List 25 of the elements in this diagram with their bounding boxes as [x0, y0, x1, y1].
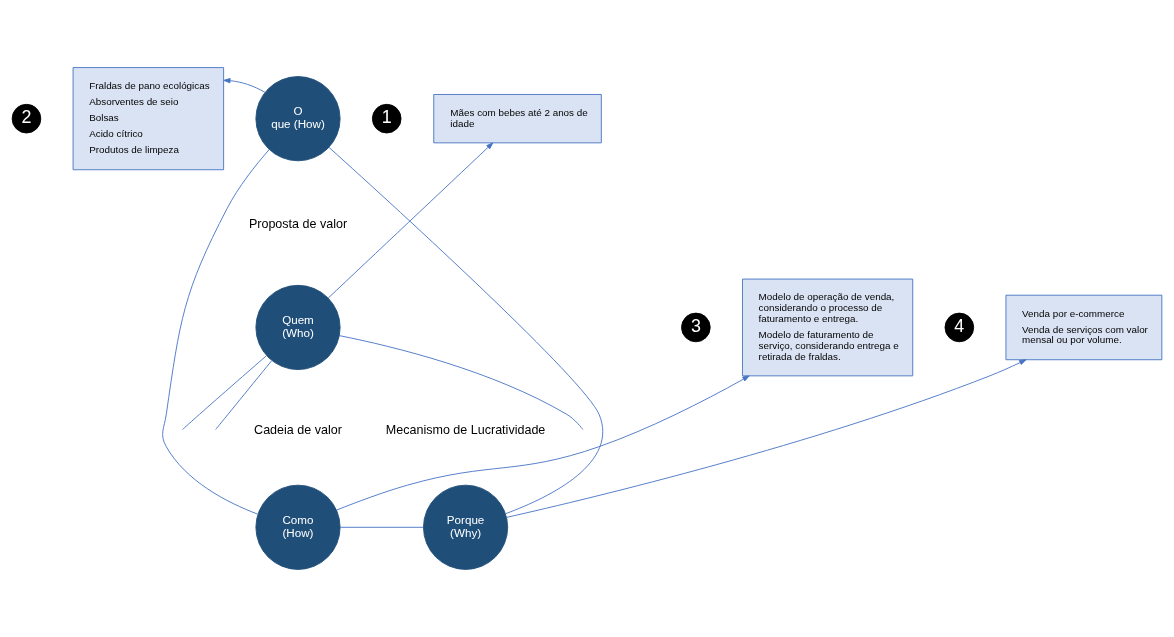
- node-circle: 4: [944, 312, 975, 343]
- arrow: [336, 375, 750, 511]
- node-circle: Como (How): [255, 484, 341, 570]
- connector: [339, 526, 424, 528]
- node-circle: Porque (Why): [423, 484, 509, 570]
- node-box: Fraldas de pano ecológicas Absorventes de seio Bolsas Acido cítrico Produtos de limpeza: [72, 67, 225, 171]
- node-circle: 3: [681, 312, 711, 343]
- connector: [215, 360, 273, 430]
- node-circle: Quem (Who): [255, 284, 341, 371]
- node-circle: 2: [11, 103, 42, 134]
- arrow: [223, 78, 266, 93]
- connector: [328, 146, 603, 515]
- arrow: [506, 359, 1027, 518]
- node-box: Modelo de operação de venda, considerando o processo de faturamento e entrega. Modelo de faturamento de serviço, considerando entrega e retirada de fraldas.: [742, 278, 914, 377]
- label: Mecanismo de Lucratividade: [385, 422, 546, 437]
- node-box: Venda por e-commerce Venda de serviços com valor mensal ou por volume.: [1005, 294, 1163, 361]
- node-circle: 1: [371, 103, 402, 134]
- node-circle: O que (How): [255, 76, 341, 162]
- label: Proposta de valor: [248, 216, 348, 231]
- connector: [339, 335, 584, 430]
- arrow: [327, 142, 494, 299]
- connector: [162, 149, 270, 515]
- node-box: Mães com bebes até 2 anos de idade: [433, 94, 602, 144]
- label: Cadeia de valor: [254, 422, 342, 437]
- connector: [182, 355, 267, 430]
